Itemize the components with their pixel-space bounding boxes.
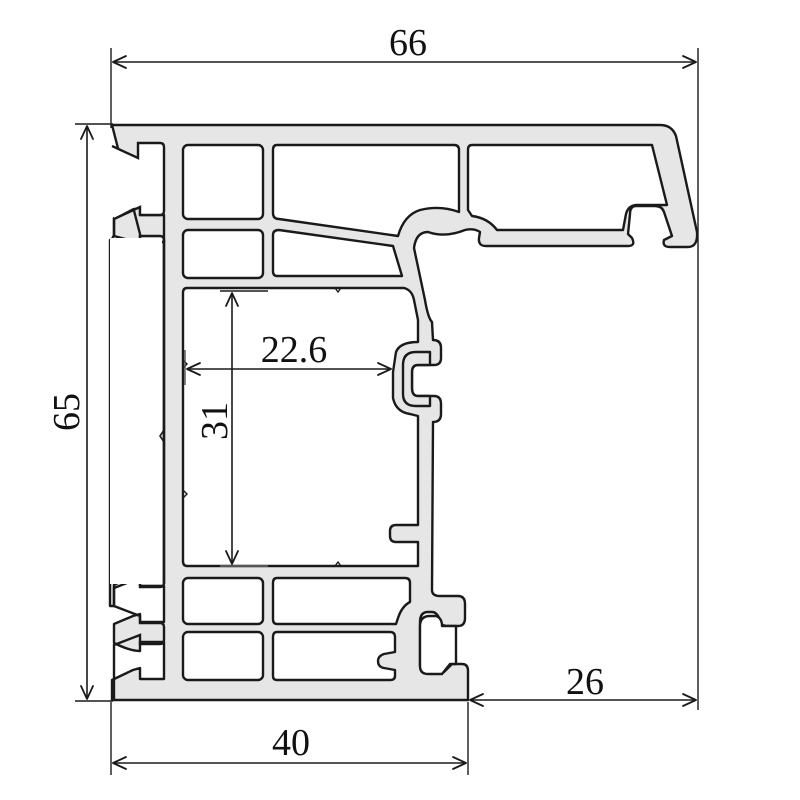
chamber-bottom-mid-2: [271, 630, 397, 682]
chamber-top-mid-2: [271, 228, 404, 278]
arrow-left-icon: [469, 693, 484, 707]
profile-section: [108, 123, 699, 702]
chamber-notch-bottom: [334, 560, 342, 567]
arrow-up-icon: [80, 125, 94, 140]
chamber-notch-left-2: [182, 489, 188, 499]
dimension-overall-height: 65: [46, 123, 113, 702]
arrow-right-icon: [452, 756, 467, 770]
dimension-chamber-height: 31: [194, 290, 268, 567]
dim-label-66: 66: [389, 22, 427, 64]
dimension-overhang-width: 26: [469, 250, 699, 710]
arrow-left-icon: [112, 55, 127, 69]
arrow-right-icon: [682, 693, 697, 707]
chamber-notch-top: [334, 287, 342, 294]
chamber-top-right: [466, 143, 669, 232]
dim-label-65: 65: [46, 393, 88, 431]
c-channel-slot: [401, 350, 432, 408]
dim-label-40: 40: [272, 722, 310, 764]
chamber-top-mid-1: [271, 143, 461, 238]
arrow-left-icon: [186, 362, 201, 376]
left-frame-outer-clear: [110, 238, 162, 584]
chamber-bottom-left-1: [181, 576, 265, 626]
left-notch-top-edge: [111, 141, 166, 560]
chamber-central: [181, 286, 420, 568]
arrow-down-icon: [80, 685, 94, 700]
dim-label-26: 26: [566, 661, 604, 703]
left-frame-groove: [159, 429, 165, 443]
dim-label-31: 31: [194, 402, 236, 440]
chamber-top-left-2: [181, 228, 265, 280]
arrow-up-icon: [225, 292, 239, 307]
chamber-top-left-1: [181, 143, 265, 221]
arrow-down-icon: [225, 550, 239, 565]
chamber-bottom-mid-1: [271, 576, 412, 626]
left-notch-bottom-edge: [112, 560, 166, 700]
arrow-right-icon: [377, 362, 392, 376]
arrow-right-icon: [682, 55, 697, 69]
dimension-overall-width: 66: [110, 22, 699, 250]
left-notch-top: [112, 143, 164, 218]
dimension-chamber-width: 22.6: [184, 329, 392, 385]
bottom-right-hook-slot: [418, 614, 458, 676]
arrow-left-icon: [112, 756, 127, 770]
chamber-bottom-left-2: [181, 630, 265, 682]
dim-label-22-6: 22.6: [261, 329, 328, 371]
dimension-base-width: 40: [110, 702, 469, 775]
